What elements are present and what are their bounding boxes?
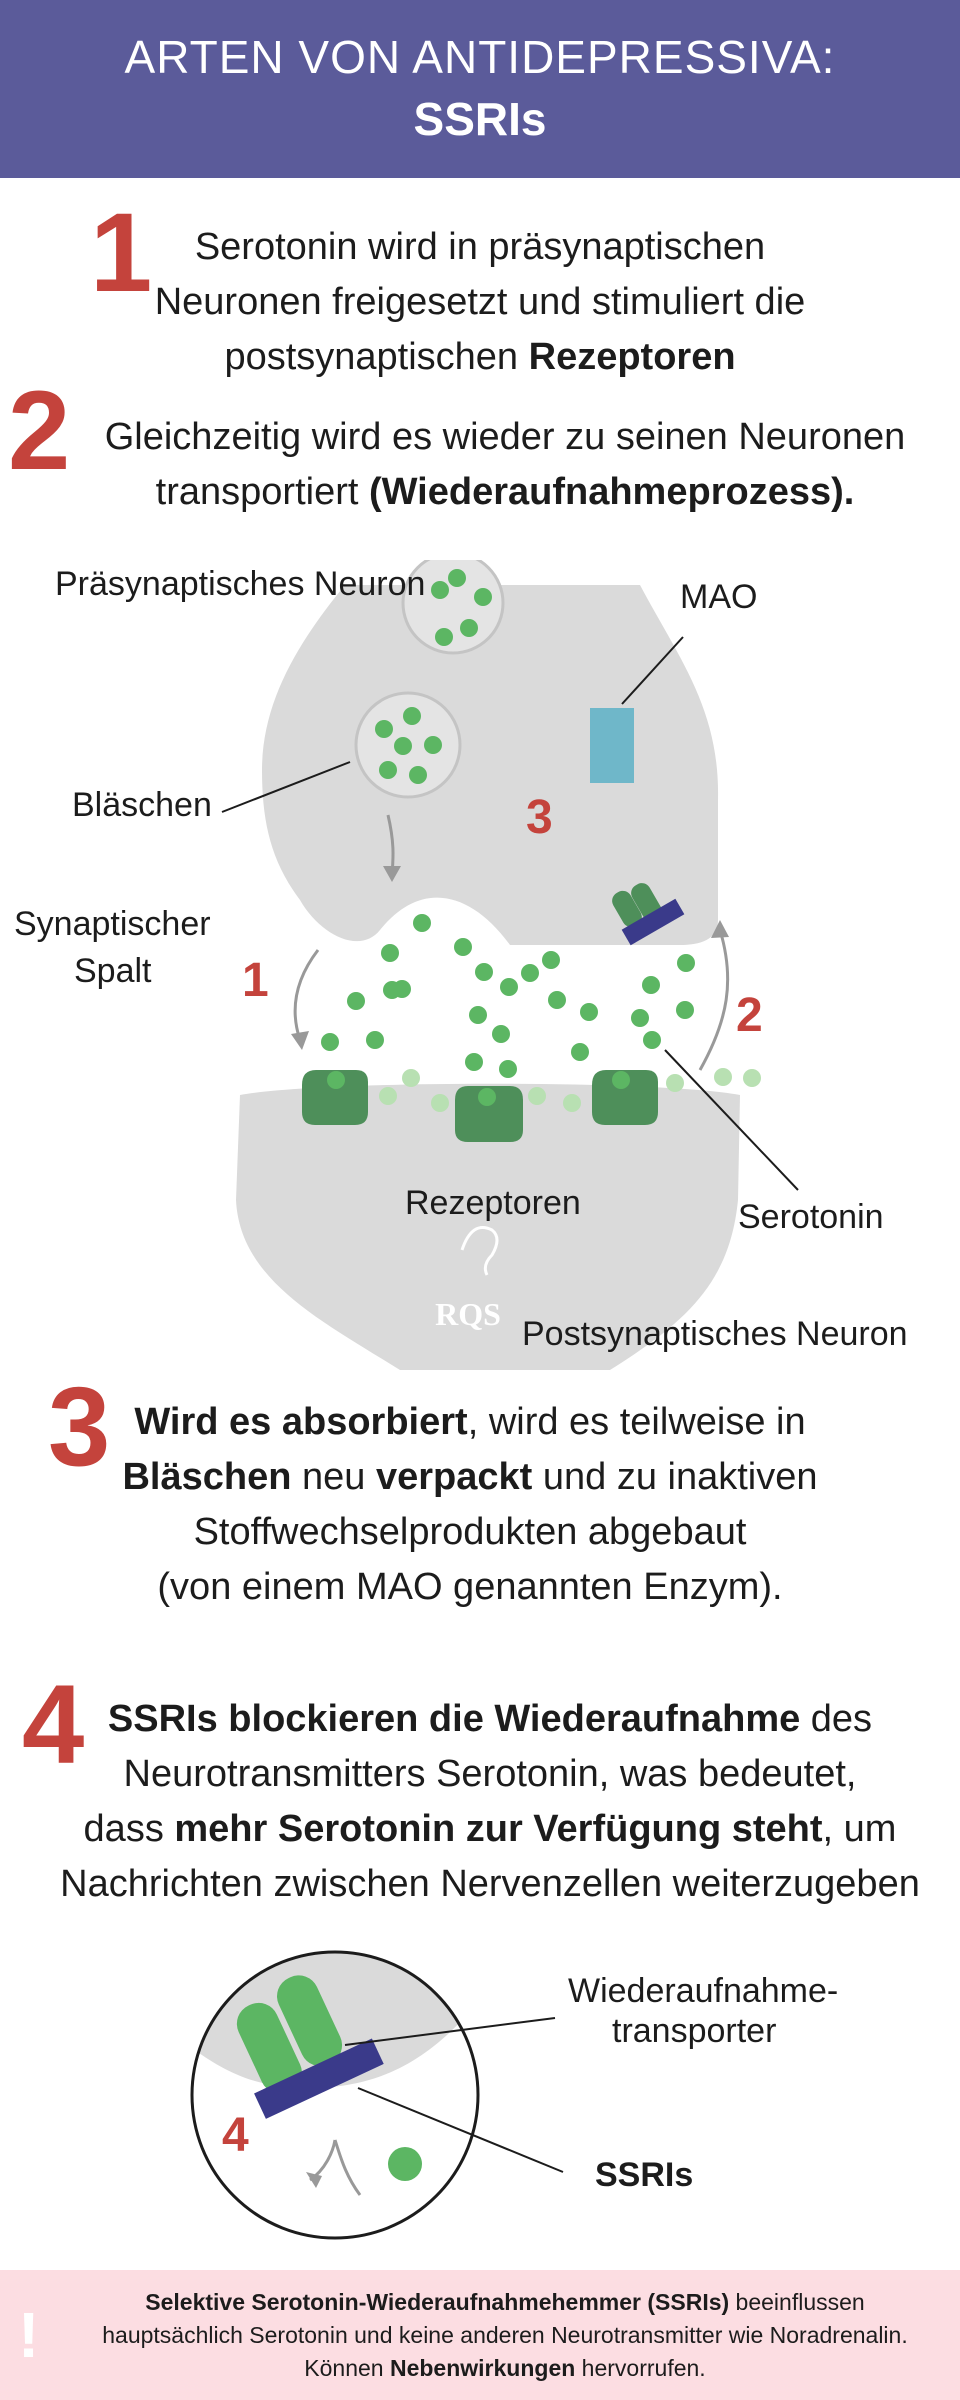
- synapse-diagram: RQS: [221, 560, 799, 1370]
- exclamation-icon: !: [18, 2299, 40, 2371]
- step-2-text: Gleichzeitig wird es wieder zu seinen Ne…: [104, 416, 906, 513]
- footer-note: ! Selektive Serotonin-Wiederaufnahmehemm…: [0, 2270, 960, 2400]
- reuptake-transporter-zoom: [236, 1975, 384, 2119]
- step-2-number: 2: [8, 368, 71, 493]
- reuptake-transporter: [612, 883, 685, 946]
- serotonin-molecules-faded: [379, 1068, 761, 1112]
- step-3-number: 3: [48, 1364, 111, 1489]
- rqs-logo: RQS: [435, 1226, 501, 1332]
- svg-text:RQS: RQS: [435, 1296, 501, 1332]
- step-3-text: Wird es absorbiert, wird es teilweise in…: [122, 1401, 818, 1608]
- header-subtitle: SSRIs: [413, 93, 547, 145]
- step-4-text: SSRIs blockieren die Wiederaufnahme des …: [60, 1698, 920, 1905]
- transporter-label-1: Wiederaufnahme-: [568, 1972, 839, 2010]
- vesicle: [401, 560, 505, 655]
- synaptic-cleft-label-1: Synaptischer: [14, 905, 211, 943]
- ssris-label: SSRIs: [595, 2156, 694, 2194]
- mao-label: MAO: [680, 578, 758, 616]
- postsynaptic-neuron-label: Postsynaptisches Neuron: [522, 1315, 908, 1353]
- diagram-number-2: 2: [736, 989, 763, 1042]
- ssri-blocker: [254, 2038, 384, 2119]
- receptors: [302, 1070, 658, 1142]
- diagram-number-1: 1: [242, 954, 269, 1007]
- page-header: ARTEN VON ANTIDEPRESSIVA: SSRIs: [0, 0, 960, 178]
- vesicles-label: Bläschen: [72, 786, 212, 824]
- step-1-number: 1: [90, 190, 153, 315]
- presynaptic-neuron-shape: [262, 585, 719, 945]
- synaptic-cleft-label-2: Spalt: [74, 952, 152, 990]
- zoom-circle: [190, 1950, 480, 2240]
- mao-enzyme: [590, 708, 634, 783]
- transporter-label-2: transporter: [612, 2012, 777, 2050]
- step-1-text: Serotonin wird in präsynaptischen Neuron…: [154, 226, 806, 378]
- presynaptic-neuron-label: Präsynaptisches Neuron: [55, 565, 426, 603]
- serotonin-molecule: [388, 2147, 422, 2181]
- serotonin-molecules: [321, 914, 695, 1078]
- serotonin-label: Serotonin: [738, 1198, 884, 1236]
- footer-text: Selektive Serotonin-Wiederaufnahmehemmer…: [102, 2289, 908, 2381]
- ssri-zoom-diagram: [190, 1950, 564, 2240]
- receptors-label: Rezeptoren: [405, 1184, 581, 1222]
- header-title: ARTEN VON ANTIDEPRESSIVA:: [124, 31, 836, 83]
- diagram-number-3: 3: [526, 791, 553, 844]
- step-4-number: 4: [22, 1662, 85, 1787]
- zoom-number-4: 4: [222, 2109, 249, 2162]
